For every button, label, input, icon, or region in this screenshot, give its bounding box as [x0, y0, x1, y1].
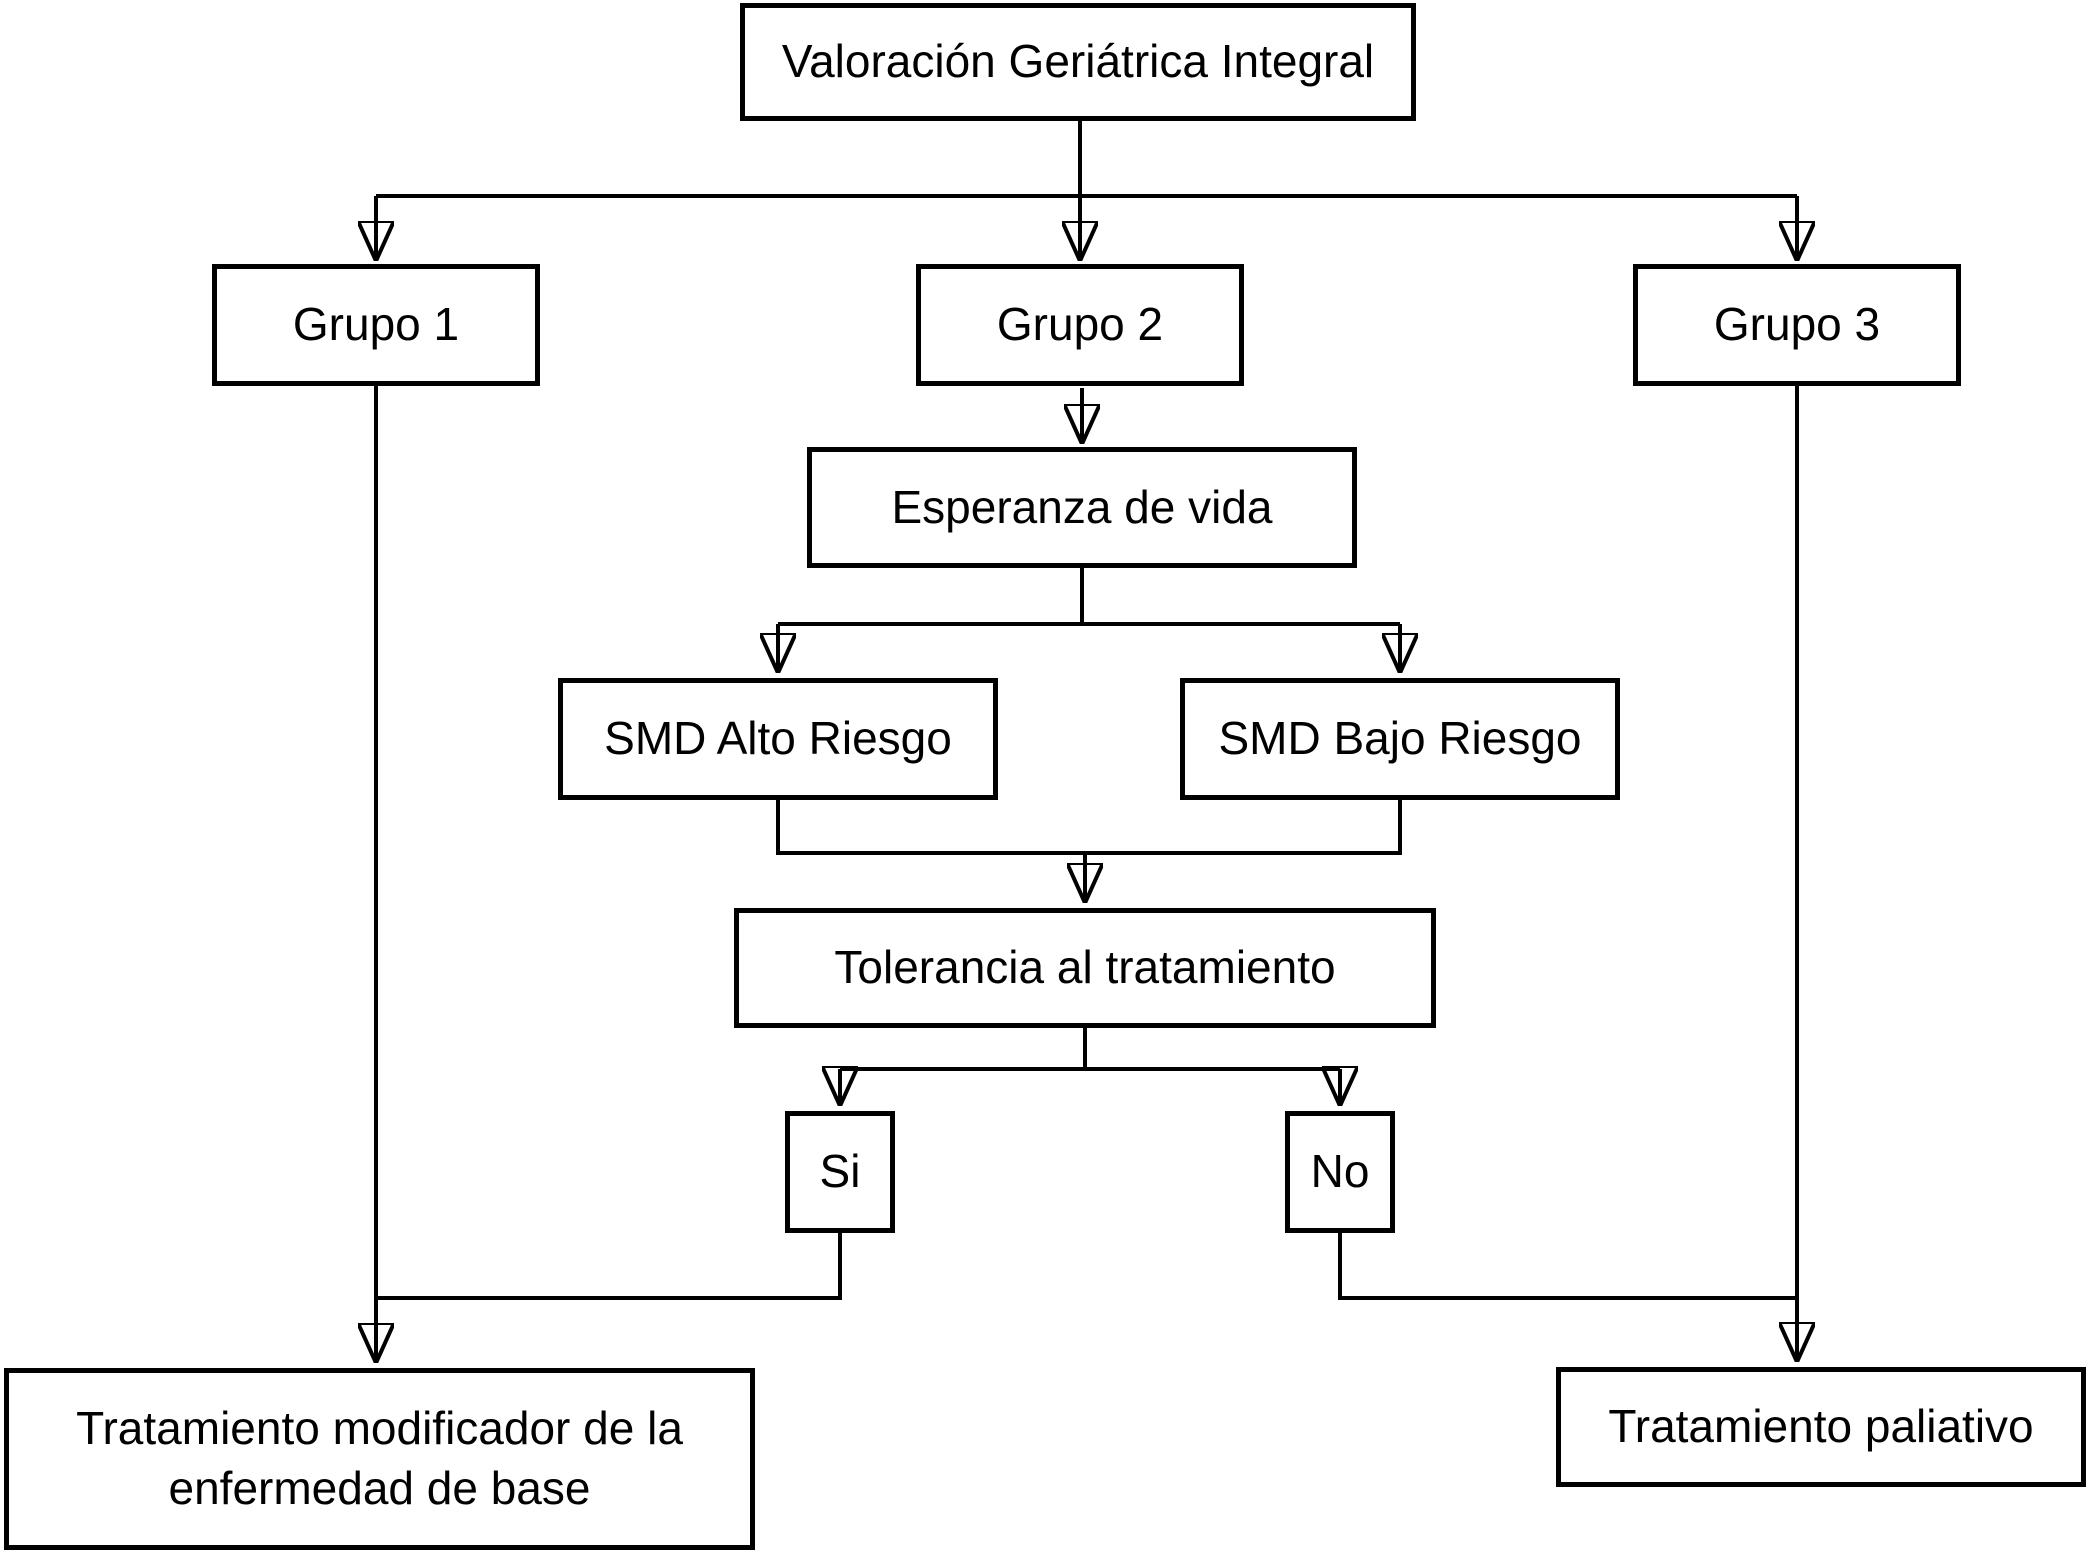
node-esperanza-de-vida: Esperanza de vida: [807, 447, 1357, 568]
node-label: Valoración Geriátrica Integral: [781, 35, 1375, 88]
node-label: Esperanza de vida: [891, 480, 1273, 533]
node-label: Tratamiento modificador de la enfermedad…: [76, 1402, 683, 1514]
node-grupo-2: Grupo 2: [916, 264, 1244, 386]
node-label: SMD Alto Riesgo: [604, 712, 952, 765]
node-si: Si: [785, 1111, 895, 1233]
node-label: Tratamiento paliativo: [1608, 1400, 2034, 1453]
node-tratamiento-paliativo: Tratamiento paliativo: [1556, 1367, 2086, 1487]
node-tolerancia-al-tratamiento: Tolerancia al tratamiento: [734, 908, 1436, 1028]
node-label: No: [1310, 1145, 1370, 1198]
node-label: Si: [819, 1145, 861, 1198]
node-tratamiento-modificador: Tratamiento modificador de la enfermedad…: [4, 1368, 755, 1550]
node-valoracion-geriatrica-integral: Valoración Geriátrica Integral: [740, 3, 1416, 121]
node-no: No: [1285, 1111, 1395, 1233]
node-grupo-1: Grupo 1: [212, 264, 540, 386]
node-smd-alto-riesgo: SMD Alto Riesgo: [558, 678, 998, 800]
node-label: Grupo 1: [292, 298, 460, 351]
node-label: Grupo 2: [996, 298, 1164, 351]
node-grupo-3: Grupo 3: [1633, 264, 1961, 386]
node-label: SMD Bajo Riesgo: [1218, 712, 1582, 765]
node-label: Tolerancia al tratamiento: [834, 941, 1336, 994]
edge-no-to-right-junction: [1338, 1231, 1797, 1300]
edge-si-to-left-junction: [376, 1231, 842, 1300]
edge-smd-merge-bar: [776, 798, 1402, 855]
node-smd-bajo-riesgo: SMD Bajo Riesgo: [1180, 678, 1620, 800]
node-label: Grupo 3: [1713, 298, 1881, 351]
